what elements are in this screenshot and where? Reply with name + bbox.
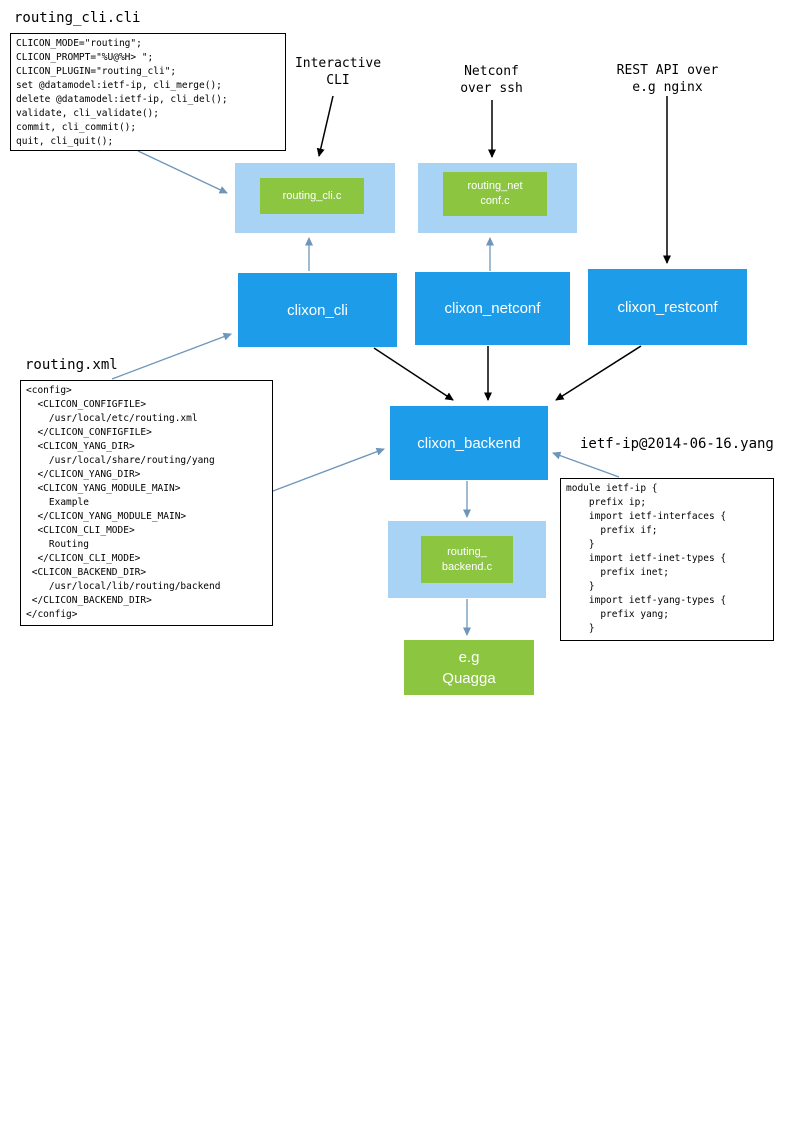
rest-api-label: REST API over e.g nginx	[616, 63, 719, 95]
clixon-backend-node: clixon_backend	[390, 406, 548, 480]
xml-file-title: routing.xml	[25, 357, 118, 373]
clixon-netconf-node: clixon_netconf	[415, 272, 570, 345]
cli-file-title: routing_cli.cli	[14, 10, 141, 26]
interactive-cli-label: Interactive CLI	[294, 56, 382, 88]
arrow-interactive-cli-to-routing-cli-c	[316, 95, 334, 157]
arrow-xml-config-to-clixon-cli	[111, 332, 232, 380]
arrow-cli-config-to-routing-cli-c	[137, 150, 228, 194]
arrow-xml-config-to-clixon-backend	[272, 447, 385, 492]
arrow-yang-module-to-clixon-backend	[552, 451, 620, 478]
routing-netconf-c-node: routing_net conf.c	[443, 172, 547, 216]
arrow-clixon-restconf-to-clixon-backend	[555, 345, 642, 401]
clixon-restconf-node: clixon_restconf	[588, 269, 747, 345]
quagga-node: e.g Quagga	[404, 640, 534, 695]
arrow-clixon-cli-to-clixon-backend	[373, 347, 454, 401]
yang-module-code: module ietf-ip { prefix ip; import ietf-…	[560, 478, 774, 641]
netconf-over-ssh-label: Netconf over ssh	[460, 64, 523, 96]
routing-cli-plugin-container: routing_cli.c	[235, 163, 395, 233]
xml-config-code: <config> <CLICON_CONFIGFILE> /usr/local/…	[20, 380, 273, 626]
yang-file-title: ietf-ip@2014-06-16.yang	[580, 436, 774, 452]
routing-backend-c-node: routing_ backend.c	[421, 536, 513, 583]
routing-backend-plugin-container: routing_ backend.c	[388, 521, 546, 598]
clixon-cli-node: clixon_cli	[238, 273, 397, 347]
routing-netconf-plugin-container: routing_net conf.c	[418, 163, 577, 233]
routing-cli-c-node: routing_cli.c	[260, 178, 364, 214]
cli-config-code: CLICON_MODE="routing"; CLICON_PROMPT="%U…	[10, 33, 286, 151]
